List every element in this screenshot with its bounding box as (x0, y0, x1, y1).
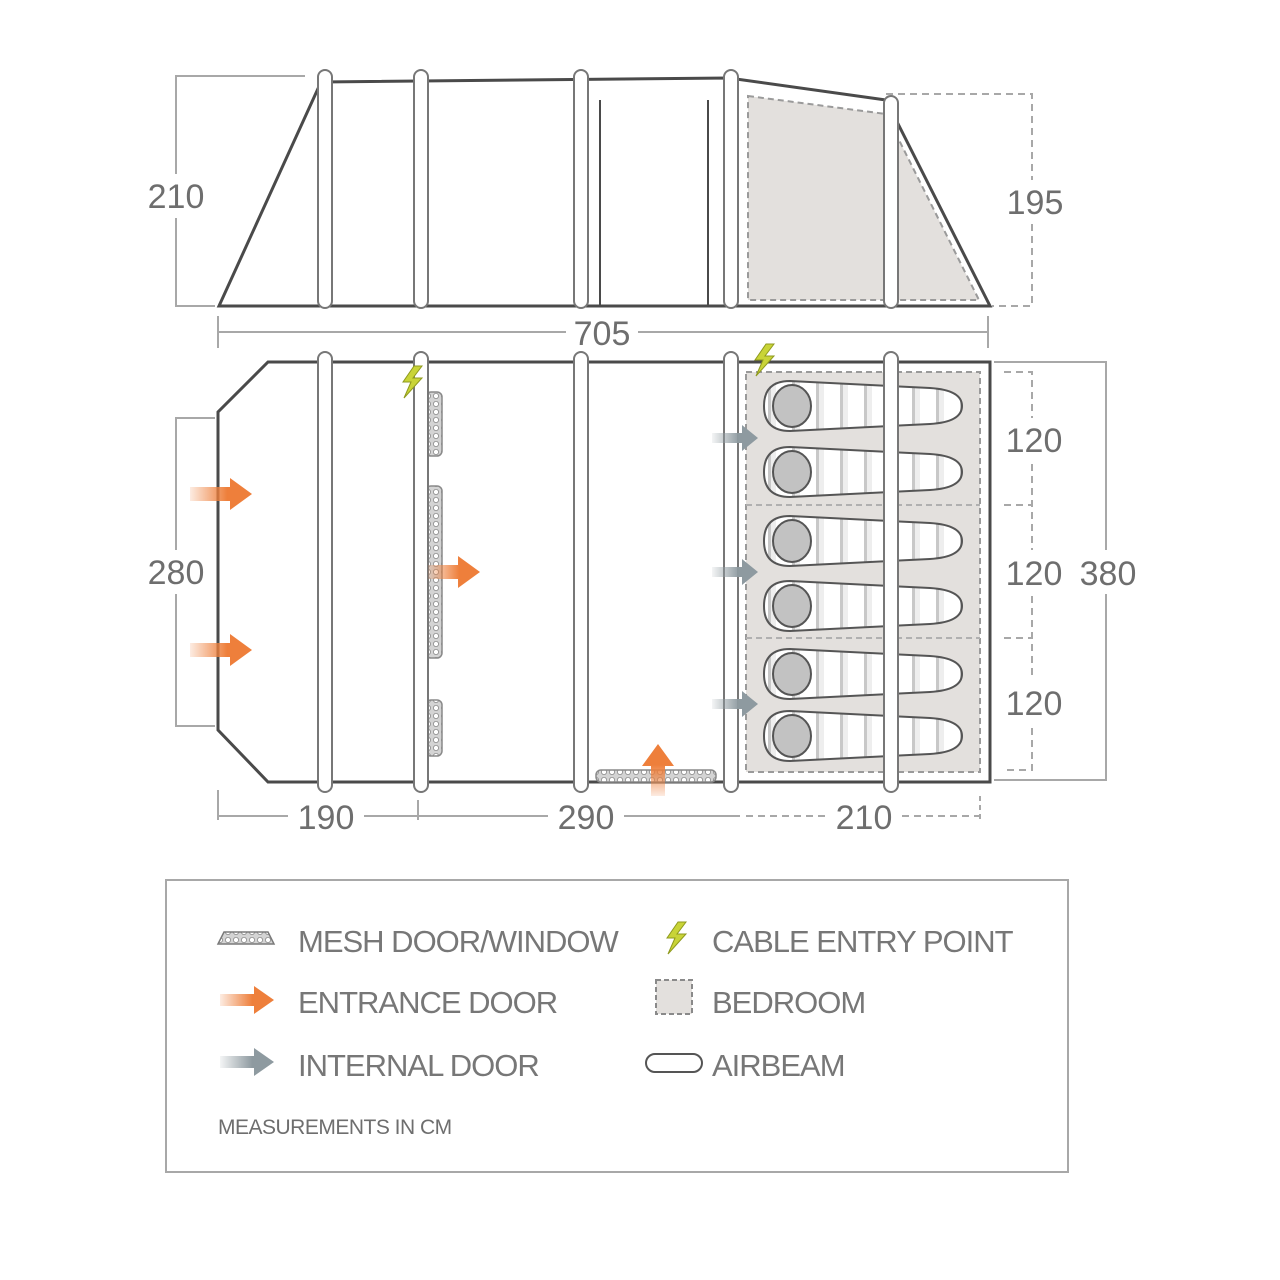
side-view: 210 195 705 (140, 69, 1068, 353)
floor-airbeams (317, 351, 899, 793)
airbeam-icon (645, 1053, 703, 1073)
internal-door-arrow (712, 425, 758, 451)
width-left-label: 280 (148, 554, 205, 592)
cable-entry-icon (666, 921, 688, 955)
bedroom-width-label-2: 120 (1006, 555, 1063, 593)
legend-box (165, 879, 1069, 1173)
airbeam (883, 95, 899, 309)
sleeping-bag (762, 647, 964, 701)
airbeam (317, 69, 333, 309)
entrance-door-arrow (190, 478, 252, 510)
cable-entry-icon (754, 343, 776, 377)
sleeping-bag (762, 514, 964, 568)
section-length-label-3: 210 (836, 799, 893, 837)
tent-floor-outline (216, 360, 992, 784)
airbeam (573, 69, 589, 309)
cable-entry-icon (402, 365, 424, 399)
bedroom-swatch-icon (655, 979, 693, 1015)
entrance-door-arrow (642, 744, 674, 796)
mesh-icon (216, 931, 276, 945)
bedroom-width-dimension (1004, 371, 1033, 771)
sleeping-bag (762, 579, 964, 633)
section-length-label-2: 290 (558, 799, 615, 837)
bedroom-area (745, 371, 981, 773)
sleeping-bag (762, 379, 964, 433)
total-width-label: 380 (1080, 555, 1137, 593)
airbeam (317, 351, 333, 793)
legend-label-airbeam: AIRBEAM (712, 1048, 845, 1083)
bedroom-width-label-3: 120 (1006, 685, 1063, 723)
legend-label-internal: INTERNAL DOOR (298, 1048, 539, 1083)
legend-label-cable: CABLE ENTRY POINT (712, 924, 1014, 959)
airbeam (413, 69, 429, 309)
sleeping-bag (762, 445, 964, 499)
airbeam (723, 69, 739, 309)
legend-label-bedroom: BEDROOM (712, 985, 865, 1020)
floor-plan: 280 120 120 120 380 (140, 343, 1148, 837)
airbeam (573, 351, 589, 793)
bedroom-width-label-1: 120 (1006, 422, 1063, 460)
legend-label-entrance: ENTRANCE DOOR (298, 985, 557, 1020)
entrance-door-arrow (190, 634, 252, 666)
airbeam (883, 351, 899, 793)
bedroom-side-shading (747, 94, 981, 301)
height-left-label: 210 (148, 178, 205, 216)
tent-side-outline (216, 76, 993, 308)
entrance-arrow-icon (220, 986, 274, 1014)
section-length-label-1: 190 (298, 799, 355, 837)
airbeam (413, 351, 429, 793)
entrance-door-arrow (428, 556, 480, 588)
legend-label-mesh: MESH DOOR/WINDOW (298, 924, 620, 959)
internal-arrow-icon (220, 1048, 274, 1076)
internal-door-arrow (712, 559, 758, 585)
legend: MESH DOOR/WINDOW CABLE ENTRY POINT ENTRA… (165, 879, 1069, 1173)
internal-door-arrow (712, 691, 758, 717)
sleeping-bags (762, 379, 964, 763)
height-right-label: 195 (1007, 184, 1064, 222)
side-airbeams (317, 69, 899, 309)
measurements-note: MEASUREMENTS IN CM (218, 1116, 452, 1139)
length-label: 705 (574, 315, 631, 353)
sleeping-bag (762, 709, 964, 763)
